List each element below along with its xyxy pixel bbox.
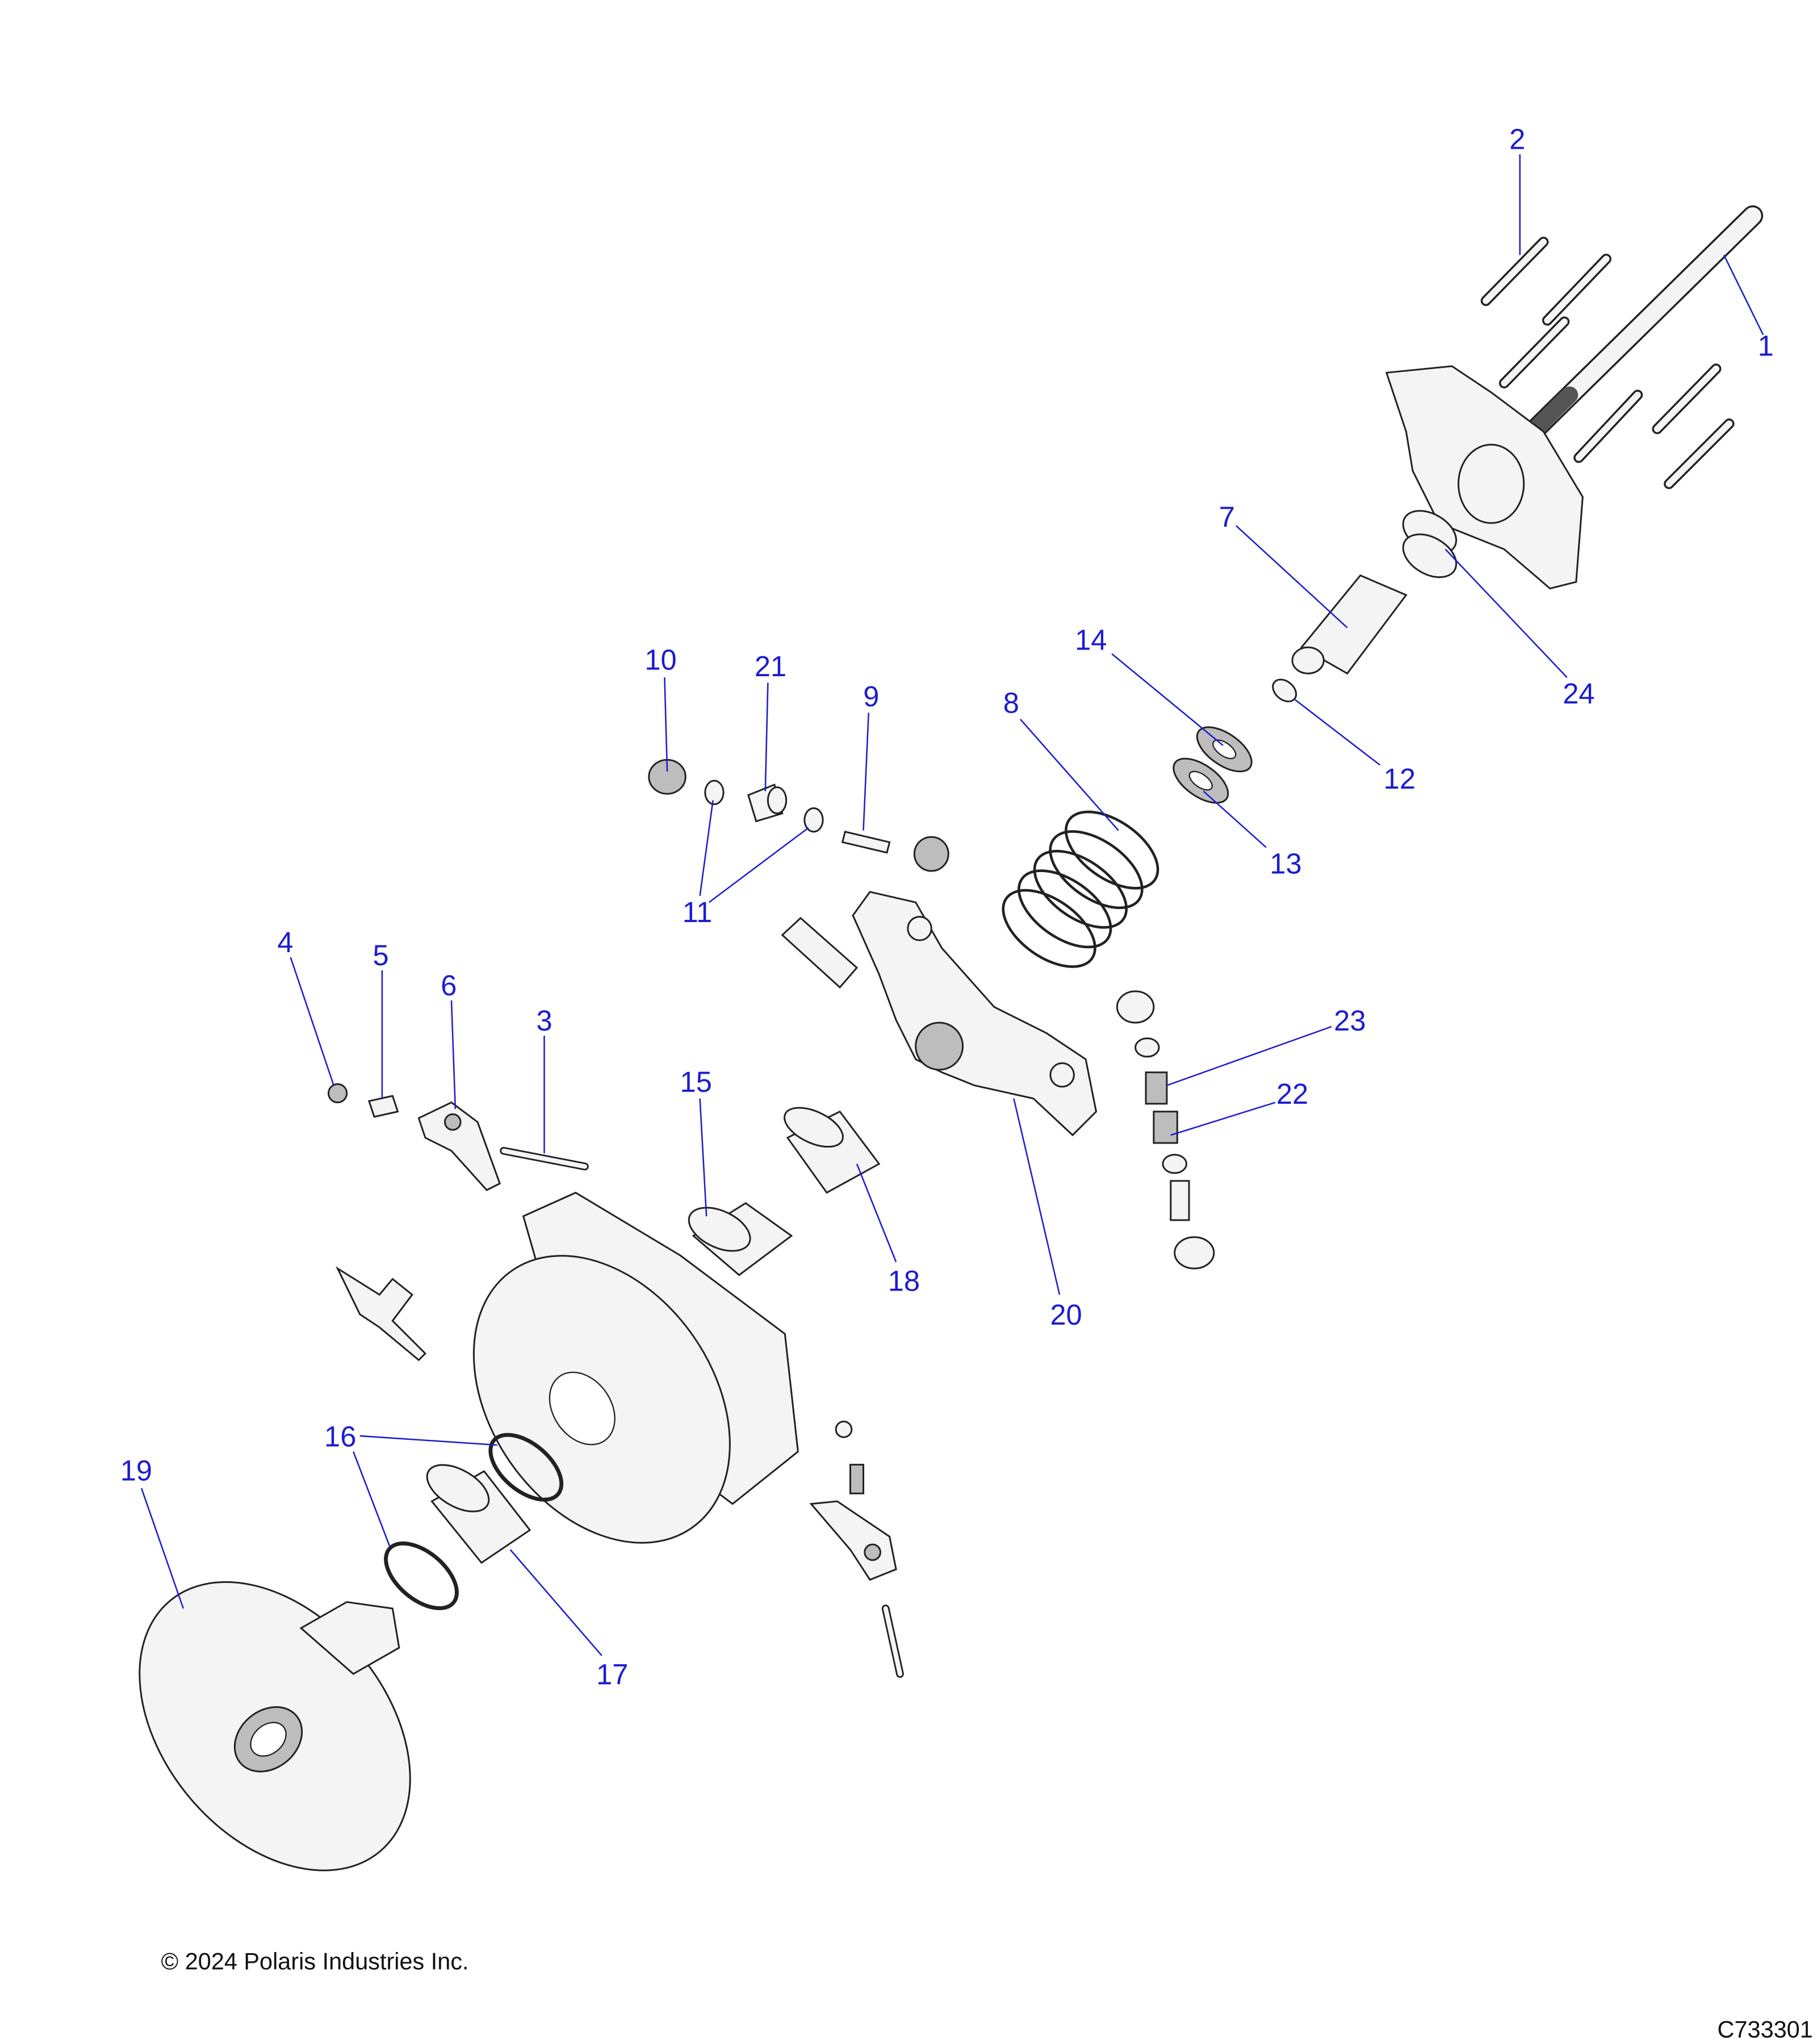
copyright-notice: © 2024 Polaris Industries Inc.	[161, 1948, 469, 1975]
callout-14: 14	[1075, 624, 1107, 656]
callout-10: 10	[644, 643, 676, 676]
callout-2: 2	[1509, 123, 1525, 156]
roller-22	[1153, 1111, 1178, 1144]
bushing-18	[784, 1107, 881, 1194]
callout-17: 17	[596, 1658, 628, 1691]
callout-1: 1	[1758, 329, 1774, 362]
callout-13: 13	[1270, 848, 1301, 880]
callout-12: 12	[1384, 763, 1416, 795]
bolts	[1480, 236, 1735, 489]
callout-24: 24	[1563, 677, 1594, 710]
callout-3: 3	[536, 1004, 552, 1037]
o-ring-12	[1272, 678, 1297, 702]
callout-4: 4	[277, 926, 293, 958]
nut-4	[328, 1083, 348, 1104]
o-ring-11b	[803, 807, 824, 833]
moveable-sheave	[472, 1191, 799, 1544]
callout-7: 7	[1219, 501, 1235, 533]
spider-20	[852, 891, 1098, 1137]
parts-illustration	[139, 205, 1764, 1871]
seal-16b	[384, 1541, 459, 1610]
roller-23	[1145, 1071, 1168, 1105]
callout-22: 22	[1276, 1078, 1308, 1110]
leader-lines	[140, 154, 1764, 1656]
spring-8	[1002, 810, 1159, 968]
sleeve-7	[1291, 574, 1408, 675]
callout-5: 5	[373, 939, 389, 971]
callouts: 1 2 3 4 5 6 7 8 9 10 11 12 13 14 15 16 1…	[120, 123, 1774, 1691]
callout-23: 23	[1334, 1004, 1366, 1037]
roller-arm	[336, 1266, 427, 1362]
callout-9: 9	[863, 680, 879, 713]
drawing-number: C733301	[1718, 2016, 1813, 2042]
pin-9	[841, 831, 891, 854]
bushing-15	[688, 1202, 793, 1276]
roller	[913, 836, 949, 872]
bushing-24	[1402, 510, 1458, 579]
weight-6	[417, 1101, 501, 1191]
callout-18: 18	[888, 1264, 920, 1297]
callout-8: 8	[1003, 686, 1019, 719]
callout-20: 20	[1050, 1299, 1082, 1331]
long-bolt	[1522, 205, 1764, 442]
fixed-sheave-19	[139, 1581, 411, 1871]
o-ring-11a	[704, 780, 725, 806]
callout-21: 21	[755, 650, 786, 682]
callout-15: 15	[680, 1066, 712, 1098]
callout-6: 6	[441, 969, 457, 1002]
bushing-17	[426, 1464, 531, 1564]
callout-16: 16	[324, 1420, 356, 1452]
pin-5	[367, 1095, 399, 1118]
callout-11: 11	[683, 896, 713, 928]
seal-16a	[488, 1433, 564, 1502]
callout-19: 19	[120, 1454, 152, 1486]
